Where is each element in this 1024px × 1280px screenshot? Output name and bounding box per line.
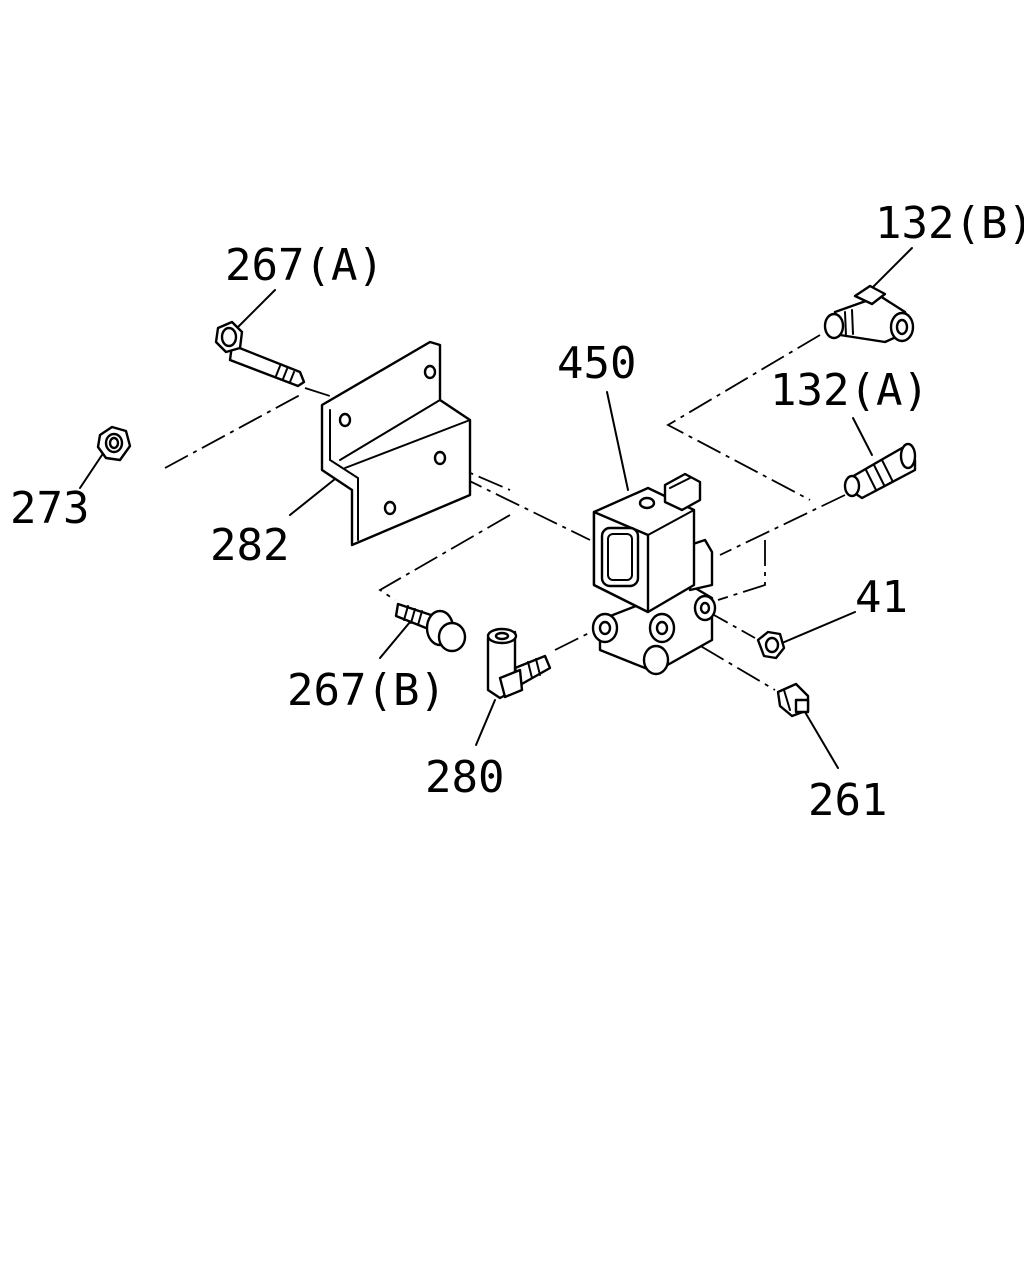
assembly-line-132a (719, 494, 846, 556)
assembly-line-273 (164, 394, 301, 469)
bolt-267a (214, 320, 306, 388)
label-282: 282 (210, 520, 289, 571)
label-132a: 132(A) (770, 365, 929, 416)
label-267a: 267(A) (225, 240, 384, 291)
leader-132a (852, 417, 873, 456)
fitting-132a (843, 442, 917, 500)
assembly-line-267b (378, 514, 511, 601)
leader-41 (781, 611, 856, 644)
label-273: 273 (10, 483, 89, 534)
label-261: 261 (808, 775, 887, 826)
leader-280 (475, 699, 496, 746)
leader-450 (606, 391, 629, 491)
leader-267a (234, 289, 276, 331)
label-267b: 267(B) (287, 665, 446, 716)
solenoid-valve-450 (591, 472, 717, 676)
leader-261 (804, 711, 839, 769)
nut-41 (756, 630, 786, 660)
callout-labels: 132(B) 267(A) 450 132(A) 273 282 41 267(… (10, 198, 1024, 826)
leader-267b (379, 621, 411, 659)
assembly-line-267a (304, 387, 331, 397)
assembly-line-132b (666, 334, 821, 501)
bolt-267b (394, 602, 467, 653)
leader-273 (79, 454, 103, 489)
plug-261 (776, 682, 810, 718)
label-132b: 132(B) (875, 198, 1024, 249)
elbow-280 (486, 627, 552, 700)
fitting-132b (823, 284, 915, 344)
leader-282 (289, 474, 341, 516)
label-280: 280 (425, 752, 504, 803)
assembly-line-450-right (717, 540, 766, 601)
leader-lines (79, 247, 913, 769)
label-41: 41 (855, 572, 908, 623)
nut-273 (96, 425, 132, 462)
label-450: 450 (557, 338, 636, 389)
bracket-282 (320, 340, 472, 547)
